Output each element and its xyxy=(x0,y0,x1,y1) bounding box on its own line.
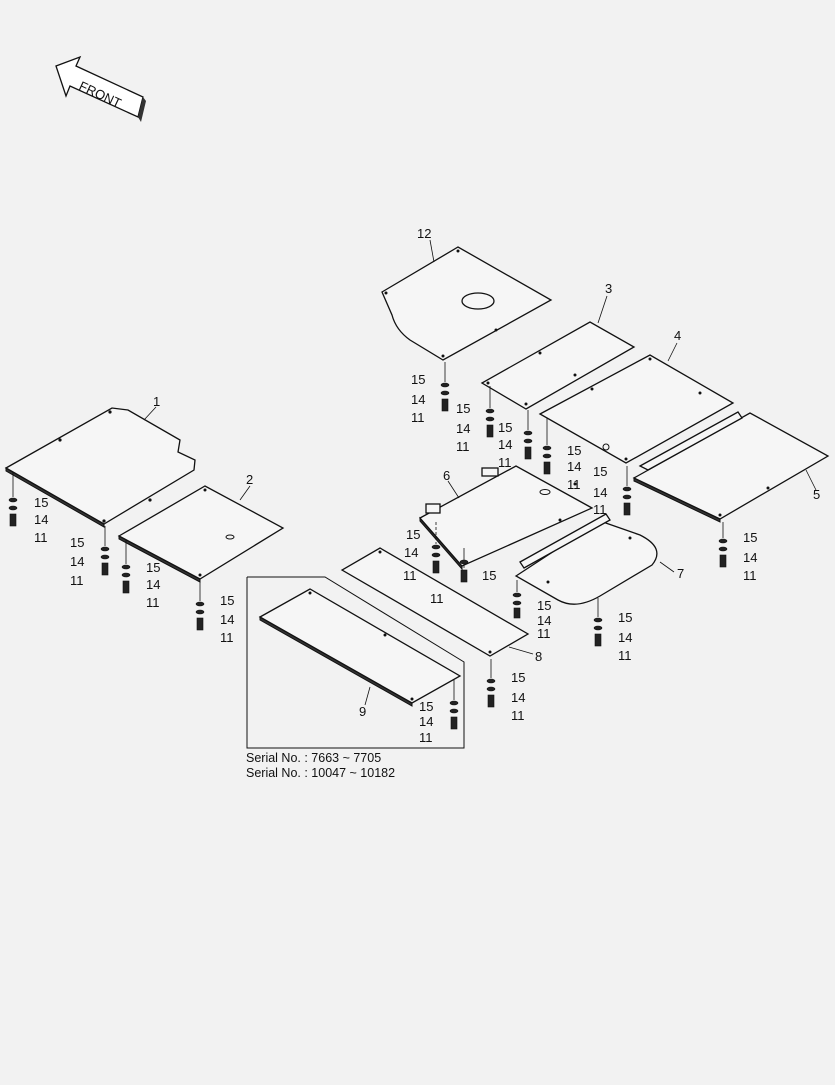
callout-label: 14 xyxy=(34,512,48,527)
callout-label: 14 xyxy=(220,612,234,627)
callout-label: 11 xyxy=(411,410,425,425)
callout-label: 15 xyxy=(537,598,551,613)
callout-label: 11 xyxy=(146,595,160,610)
callout-label: 11 xyxy=(618,648,632,663)
callout-label: 15 xyxy=(419,699,433,714)
callout-label: 14 xyxy=(537,613,551,628)
part-label-9: 9 xyxy=(359,704,366,719)
serial-variant-box xyxy=(246,576,465,749)
front-arrow-icon: FRONT xyxy=(55,55,146,122)
callout-label: 14 xyxy=(146,577,160,592)
part-8-plate xyxy=(340,547,534,657)
callout-label: 15 xyxy=(567,443,581,458)
callout-label: 15 xyxy=(70,535,84,550)
part-label-3: 3 xyxy=(605,281,612,296)
washer-icon xyxy=(8,497,18,503)
callout-label: 15 xyxy=(456,401,470,416)
callout-label: 15 xyxy=(593,464,607,479)
callout-label: 14 xyxy=(419,714,433,729)
callout-label: 14 xyxy=(498,437,512,452)
callout-label: 11 xyxy=(419,730,433,745)
part-label-7: 7 xyxy=(677,566,684,581)
serial-note-1: Serial No. : 7663 ~ 7705 xyxy=(246,751,382,765)
part-6-plate xyxy=(418,465,594,571)
part-5-plate xyxy=(632,411,830,523)
callout-label: 14 xyxy=(456,421,470,436)
callout-label: 11 xyxy=(593,502,607,517)
callout-label: 11 xyxy=(567,477,581,492)
part-label-2: 2 xyxy=(246,472,253,487)
callout-label: 15 xyxy=(411,372,425,387)
callout-label: 15 xyxy=(406,527,420,542)
callout-label: 14 xyxy=(618,630,632,645)
callout-label: 11 xyxy=(537,626,551,641)
part-4-plate xyxy=(538,342,735,464)
part-12-plate xyxy=(381,239,553,361)
callout-label: 14 xyxy=(511,690,525,705)
callout-label: 11 xyxy=(70,573,84,588)
callout-label: 15 xyxy=(146,560,160,575)
callout-label: 11 xyxy=(456,439,470,454)
callout-label: 15 xyxy=(220,593,234,608)
bolt-icon xyxy=(9,513,17,527)
part-label-1: 1 xyxy=(153,394,160,409)
callout-label: 15 xyxy=(482,568,496,583)
callout-label: 14 xyxy=(70,554,84,569)
callout-label: 11 xyxy=(430,591,444,606)
part-3-plate xyxy=(480,295,636,410)
callout-label: 11 xyxy=(220,630,234,645)
callout-label: 14 xyxy=(404,545,418,560)
callout-label: 11 xyxy=(403,568,417,583)
callout-label: 11 xyxy=(743,568,757,583)
part-1-plate xyxy=(4,406,196,528)
callout-label: 14 xyxy=(743,550,757,565)
serial-note-2: Serial No. : 10047 ~ 10182 xyxy=(246,766,396,780)
part-label-6: 6 xyxy=(443,468,450,483)
callout-label: 15 xyxy=(743,530,757,545)
part-2-plate xyxy=(117,485,285,583)
callout-label: 15 xyxy=(618,610,632,625)
part-label-12: 12 xyxy=(417,226,431,241)
callout-label: 11 xyxy=(34,530,48,545)
part-7-plate xyxy=(514,513,675,605)
part-label-8: 8 xyxy=(535,649,542,664)
callout-label: 15 xyxy=(34,495,48,510)
callout-label: 14 xyxy=(593,485,607,500)
part-label-4: 4 xyxy=(674,328,681,343)
callout-label: 11 xyxy=(511,708,525,723)
callout-label: 11 xyxy=(498,455,512,470)
callout-label: 15 xyxy=(498,420,512,435)
part-label-5: 5 xyxy=(813,487,820,502)
callout-label: 15 xyxy=(511,670,525,685)
callout-label: 14 xyxy=(411,392,425,407)
callout-label: 14 xyxy=(567,459,581,474)
